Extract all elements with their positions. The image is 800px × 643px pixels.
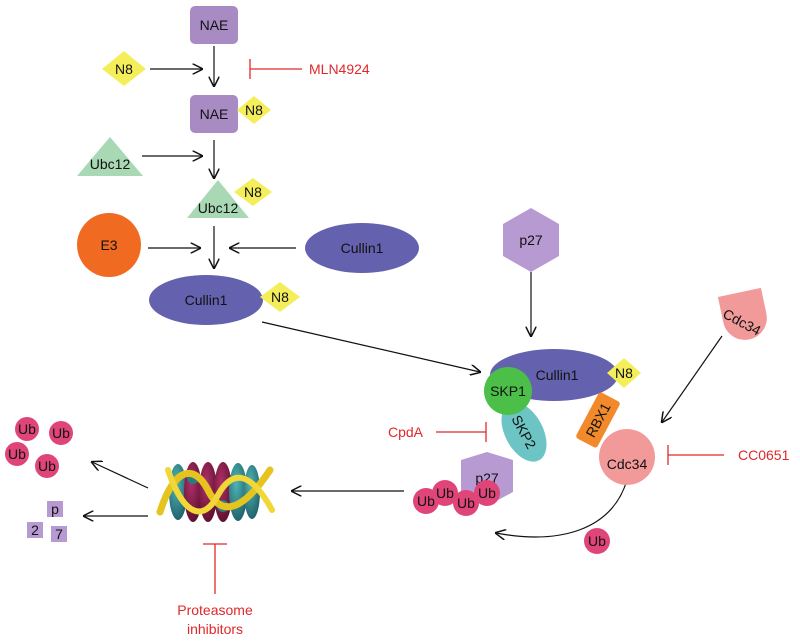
arrow-proteasome-to-ub (92, 462, 149, 489)
ub-circle (15, 417, 39, 441)
ubc12-left: Ubc12 (77, 137, 143, 176)
cdc34-circle (599, 429, 655, 485)
n8-label: N8 (245, 102, 263, 118)
n8-label: N8 (615, 365, 633, 381)
ub-circle (5, 442, 29, 466)
proteasome-inhibitors-line2: inhibitors (187, 621, 243, 637)
n8-left: N8 (102, 51, 146, 86)
ubc12-triangle (187, 180, 249, 218)
n8-diamond (102, 51, 146, 86)
fragment-label: 7 (55, 526, 63, 542)
n8-diamond (234, 178, 272, 206)
cullin1-right: Cullin1 (305, 223, 419, 273)
proteasome-helix (165, 467, 275, 515)
ub-label: Ub (8, 446, 26, 462)
inhibition-bars (203, 59, 724, 594)
ub-label: Ub (588, 533, 606, 549)
n8-label: N8 (244, 184, 262, 200)
cullin1-label: Cullin1 (341, 240, 384, 256)
cullin1-label: Cullin1 (185, 292, 228, 308)
ub-circle (49, 421, 73, 445)
nae-top: NAE (190, 6, 238, 44)
p27-hexagon (503, 208, 559, 272)
ub-circle (584, 528, 610, 554)
nae-box (190, 6, 238, 44)
n8-label: N8 (271, 289, 289, 305)
n8-label: N8 (115, 61, 133, 77)
cullin1-ellipse (149, 275, 263, 325)
cdc34-top: Cdc34 (717, 287, 767, 340)
ubc12-n8: Ubc12 N8 (187, 178, 272, 218)
cdc34-shape (717, 287, 767, 340)
cullin1-label: Cullin1 (536, 367, 579, 383)
scf-complex: Cullin1 N8 RBX1 Cdc34 SKP2 SKP1 p27 Ub U… (413, 349, 655, 516)
n8-diamond (607, 358, 641, 388)
proteasome-inhibitors-line1: Proteasome (177, 602, 253, 618)
rbx1-box (576, 392, 620, 448)
ub-label: Ub (457, 495, 475, 511)
cc0651-label: CC0651 (738, 447, 790, 463)
ub-chain: Ub Ub Ub Ub (413, 480, 500, 516)
proteasome-beads (169, 462, 260, 522)
ub-label: Ub (18, 421, 36, 437)
nae-box (190, 95, 238, 133)
ubc12-triangle (77, 137, 143, 176)
skp2-node: SKP2 (501, 402, 547, 462)
arrows (84, 46, 723, 537)
proteasome (156, 462, 275, 522)
n8-diamond (260, 282, 300, 312)
ub-free: Ub (584, 528, 610, 554)
fragment-box (27, 522, 43, 538)
e3-circle (77, 213, 141, 277)
arrow-cdc34-to-complex (662, 335, 723, 422)
fragment-box (47, 501, 63, 517)
ub-circle (474, 480, 500, 506)
e3-node: E3 (77, 213, 141, 277)
ub-label: Ub (52, 425, 70, 441)
p27-label: p27 (519, 232, 543, 248)
cdc34-label: Cdc34 (607, 456, 648, 472)
p27-top: p27 (503, 208, 559, 272)
ub-circle (432, 480, 458, 506)
ub-label: Ub (417, 493, 435, 509)
cullin1-ellipse (305, 223, 419, 273)
nae-n8: NAE N8 (190, 95, 271, 133)
ub-label: Ub (38, 458, 56, 474)
fragment-label: p (51, 501, 59, 517)
mln4924-label: MLN4924 (309, 61, 370, 77)
nae-label: NAE (200, 106, 229, 122)
arrow-ub-transfer (496, 479, 628, 537)
arrow-neddylated-cullin-to-complex (261, 321, 480, 372)
nae-label: NAE (200, 17, 229, 33)
fragment-label: 2 (31, 522, 39, 538)
p27-hexagon (461, 452, 513, 506)
cpda-label: CpdA (388, 424, 424, 440)
ub-cluster: Ub Ub Ub Ub (5, 417, 73, 478)
ub-circle (35, 454, 59, 478)
fragment-box (51, 526, 67, 542)
ub-label: Ub (436, 485, 454, 501)
ubc12-label: Ubc12 (198, 200, 239, 216)
peptide-fragments: p 2 7 (27, 501, 67, 542)
proteasome-helix (156, 466, 274, 516)
ubc12-label: Ubc12 (90, 156, 131, 172)
cullin1-n8: Cullin1 N8 (149, 275, 300, 325)
ub-circle (453, 490, 479, 516)
n8-diamond (237, 96, 271, 124)
skp2-ellipse (501, 402, 547, 462)
ub-label: Ub (478, 485, 496, 501)
skp1-label: SKP1 (490, 383, 526, 399)
skp1-circle (484, 367, 532, 415)
e3-label: E3 (100, 237, 117, 253)
